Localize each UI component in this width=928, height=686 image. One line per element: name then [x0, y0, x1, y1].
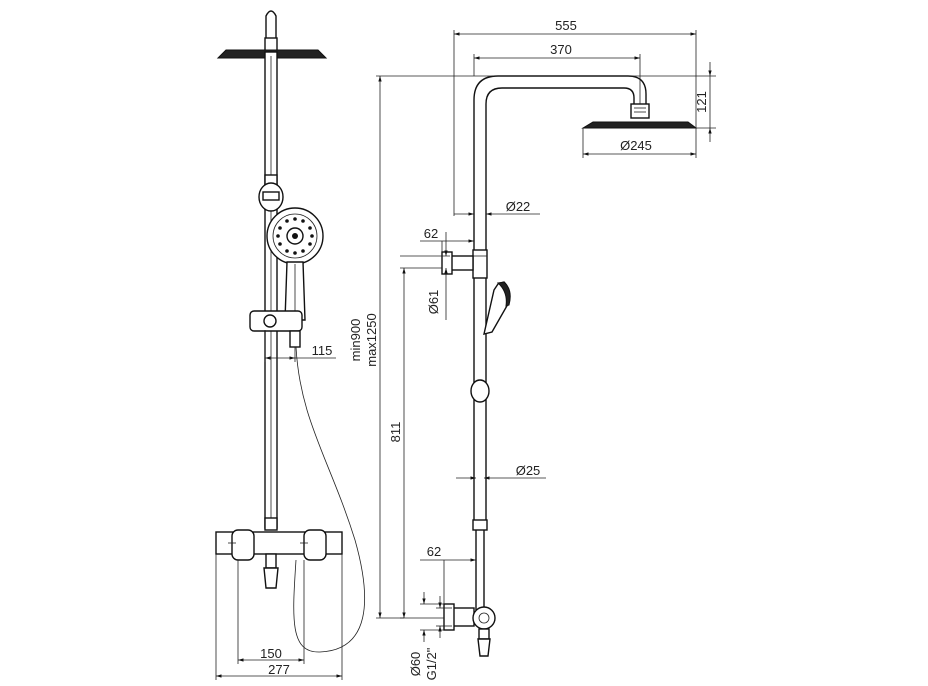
dim-60: Ø60: [408, 652, 423, 677]
dim-245: Ø245: [620, 138, 652, 153]
upper-rod-joint: [472, 249, 488, 279]
dim-61: Ø61: [426, 290, 441, 315]
dim-150: 150: [260, 646, 282, 661]
head-connector: [630, 103, 650, 119]
spout: [263, 567, 279, 589]
shower-hose: [293, 346, 365, 653]
dim-811: 811: [388, 422, 403, 443]
wall-flange: [443, 603, 455, 631]
slider-band: [262, 191, 280, 201]
front-view: 150 277 115: [215, 10, 365, 680]
right-handle: [303, 529, 327, 561]
lower-rod-joint: [472, 519, 488, 531]
spout-side: [477, 638, 491, 657]
hose-connector: [289, 330, 301, 348]
dim-121: 121: [694, 91, 709, 113]
rod-bottom-joint: [264, 517, 278, 531]
dim-min900: min900: [348, 319, 363, 362]
rod-top-cap: [265, 10, 277, 43]
holder-knob-side: [441, 251, 453, 275]
spout-base-side: [478, 628, 490, 640]
holder-knob: [263, 314, 277, 328]
side-view: 555 370 121 Ø245 Ø22 62 Ø61 Ø25 62 811 m…: [348, 18, 716, 680]
dim-25: Ø25: [516, 463, 541, 478]
dim-115: 115: [312, 343, 333, 358]
holder-arm-side: [449, 255, 474, 271]
overhead-shower-head: [581, 121, 698, 129]
dim-277: 277: [268, 662, 290, 677]
spout-neck: [265, 553, 277, 569]
dim-555: 555: [555, 18, 577, 33]
left-handle: [231, 529, 255, 561]
shower-arm-inner: [485, 87, 635, 520]
dim-62-top: 62: [424, 226, 438, 241]
dim-370: 370: [550, 42, 572, 57]
hand-shower-nozzles: [276, 217, 314, 255]
dim-22: Ø22: [506, 199, 531, 214]
wall-connector: [451, 607, 475, 627]
diverter-knob: [472, 606, 496, 630]
dim-g12: G1/2": [424, 647, 439, 680]
hand-shower-face: [496, 281, 511, 307]
dim-max1250: max1250: [364, 313, 379, 366]
slider-ball-side: [470, 379, 490, 403]
dim-62-bottom: 62: [427, 544, 441, 559]
